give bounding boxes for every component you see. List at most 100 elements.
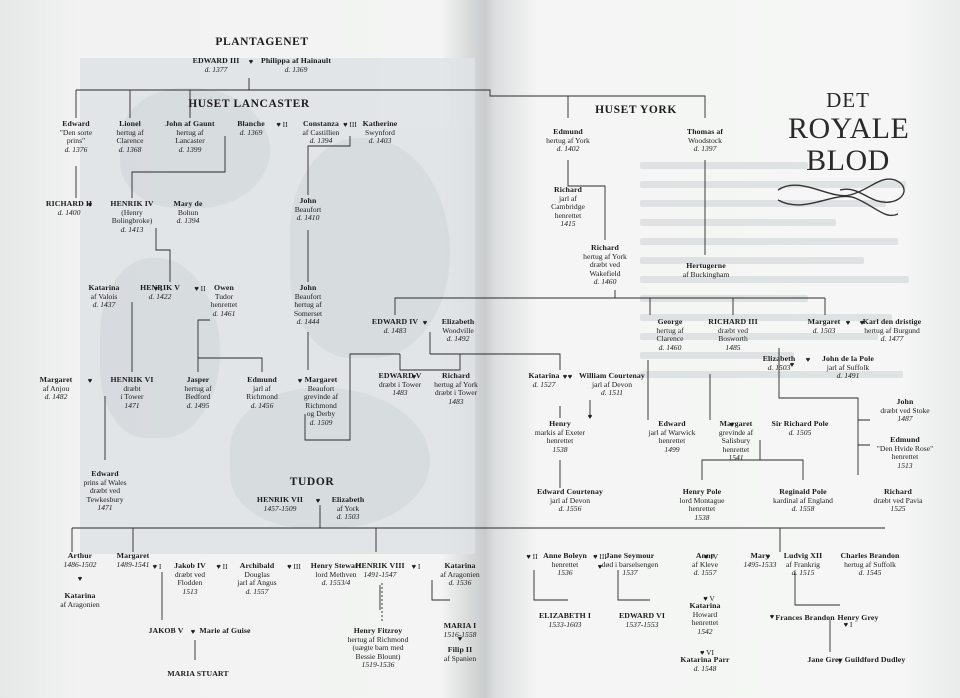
person-name: Richard (590, 243, 619, 252)
person-detail: jarl af Suffolk (826, 362, 870, 372)
person-detail: dræbt i Tower (434, 388, 478, 398)
marriage-heart-icon: ♥ (769, 612, 775, 621)
person-date: 1537 (622, 568, 638, 578)
title-line-3: BLOD (806, 144, 890, 177)
person-name: EDWARD IV (371, 317, 419, 326)
person-name: EDWARD III (192, 56, 240, 65)
marriage-heart-icon: ♥ (567, 372, 573, 381)
person-name: Edward (62, 119, 90, 128)
person-detail: Richmond (305, 400, 337, 410)
marriage-heart-icon: ♥ I (152, 562, 162, 571)
person-date: 1483 (448, 396, 464, 406)
person-name: HENRIK VI (110, 375, 154, 384)
marriage-heart-icon: ♥ (248, 57, 254, 66)
person-name: Margaret (719, 419, 753, 428)
person-detail: af Anjou (42, 383, 70, 393)
person-date: d. 1483 (383, 325, 407, 335)
person-detail: dræbt ved Pavia (873, 495, 923, 505)
marriage-heart-icon: ♥ (789, 360, 795, 369)
person-entry: Guildford Dudley (844, 655, 906, 665)
person-detail: Bessie Blount) (355, 651, 401, 661)
faded-reverse-text (640, 150, 920, 480)
person-name: John af Gaunt (165, 119, 215, 128)
person-date: 1538 (552, 444, 568, 454)
person-detail: lord Montague (679, 495, 725, 505)
person-name: Margaret (304, 375, 338, 384)
person-date: d. 1482 (44, 392, 68, 402)
person-detail: "Den Hvide Rose" (876, 443, 934, 453)
person-date: d. 1403 (368, 136, 392, 146)
person-name: Edward (658, 419, 686, 428)
person-name: Marie af Guise (199, 626, 251, 635)
person-name: Anne Boleyn (543, 551, 587, 560)
header-tudor: TUDOR (289, 476, 335, 488)
person-detail: jarl af Warwick (648, 427, 696, 437)
person-date: 1491-1547 (363, 569, 397, 579)
person-date: 1471 (124, 400, 140, 410)
person-name: Karl den dristige (862, 317, 922, 326)
person-date: d. 1400 (57, 207, 81, 217)
person-name: Elizabeth (331, 495, 365, 504)
background-map (80, 58, 475, 554)
person-name: JAKOB V (148, 626, 184, 635)
person-date: d. 1461 (212, 308, 236, 318)
title-line-1: DET (826, 88, 870, 112)
person-date: d. 1456 (250, 400, 274, 410)
marriage-heart-icon: ♥ II (526, 552, 538, 561)
person-detail: hertug af York (546, 135, 590, 145)
person-detail: henrettet (551, 559, 579, 569)
person-date: d. 1410 (296, 213, 320, 223)
person-name: Elizabeth (762, 354, 796, 363)
person-date: 1489-1541 (116, 559, 150, 569)
marriage-heart-icon: ♥ (87, 200, 93, 209)
person-name: Edmund (890, 435, 920, 444)
person-date: 1519-1536 (361, 660, 395, 670)
person-detail: dræbt ved (589, 260, 621, 270)
marriage-heart-icon: ♥ (845, 318, 851, 327)
person-detail: jarl af (253, 383, 271, 393)
person-detail: lord Methven (315, 569, 357, 579)
person-name: Katherine (362, 119, 398, 128)
person-detail: af Buckingham (682, 269, 730, 279)
person-name: George (657, 317, 683, 326)
person-detail: af Aragonien (60, 599, 100, 609)
person-detail: (uægte barn med (352, 643, 404, 653)
person-entry: JAKOB V (148, 626, 184, 636)
person-date: d. 1557 (693, 568, 717, 578)
person-name: Henry Grey (837, 613, 879, 622)
marriage-heart-icon: ♥ (422, 318, 428, 327)
person-name: Jakob IV (174, 561, 206, 570)
person-detail: henrettet (722, 444, 750, 454)
person-date: 1513 (897, 460, 913, 470)
marriage-heart-icon: ♥ (315, 496, 321, 505)
title-flourish-graphic (777, 178, 905, 217)
person-date: 1486-1502 (63, 559, 97, 569)
person-detail: jarl af (559, 193, 577, 203)
person-name: Guildford Dudley (844, 655, 906, 664)
book-title: DET ROYALE BLOD (788, 88, 909, 177)
person-date: d. 1527 (532, 379, 556, 389)
person-detail: Beaufort (307, 383, 335, 393)
person-detail: Woodstock (688, 135, 722, 145)
person-date: d. 1505 (788, 427, 812, 437)
person-name: Katarina Parr (680, 655, 730, 664)
